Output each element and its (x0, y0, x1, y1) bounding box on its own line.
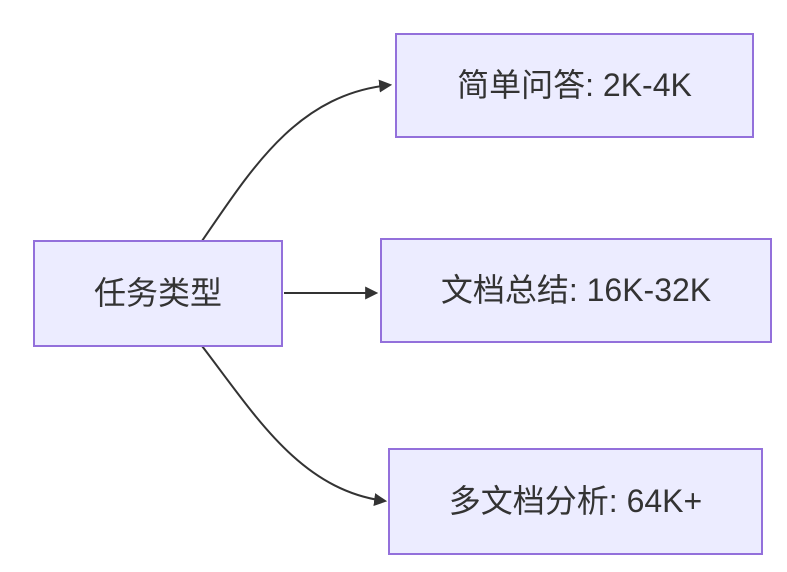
node-simple-qa-label: 简单问答: 2K-4K (457, 67, 692, 104)
node-simple-qa: 简单问答: 2K-4K (395, 33, 754, 138)
node-multi-doc-label: 多文档分析: 64K+ (448, 483, 703, 520)
node-task-type-label: 任务类型 (93, 275, 222, 312)
node-multi-doc: 多文档分析: 64K+ (388, 448, 763, 555)
node-doc-summary-label: 文档总结: 16K-32K (440, 272, 712, 309)
node-doc-summary: 文档总结: 16K-32K (380, 238, 772, 343)
node-task-type: 任务类型 (33, 240, 283, 347)
edge-root-to-simple-qa (201, 79, 393, 242)
edge-root-to-multi-doc (201, 345, 388, 507)
